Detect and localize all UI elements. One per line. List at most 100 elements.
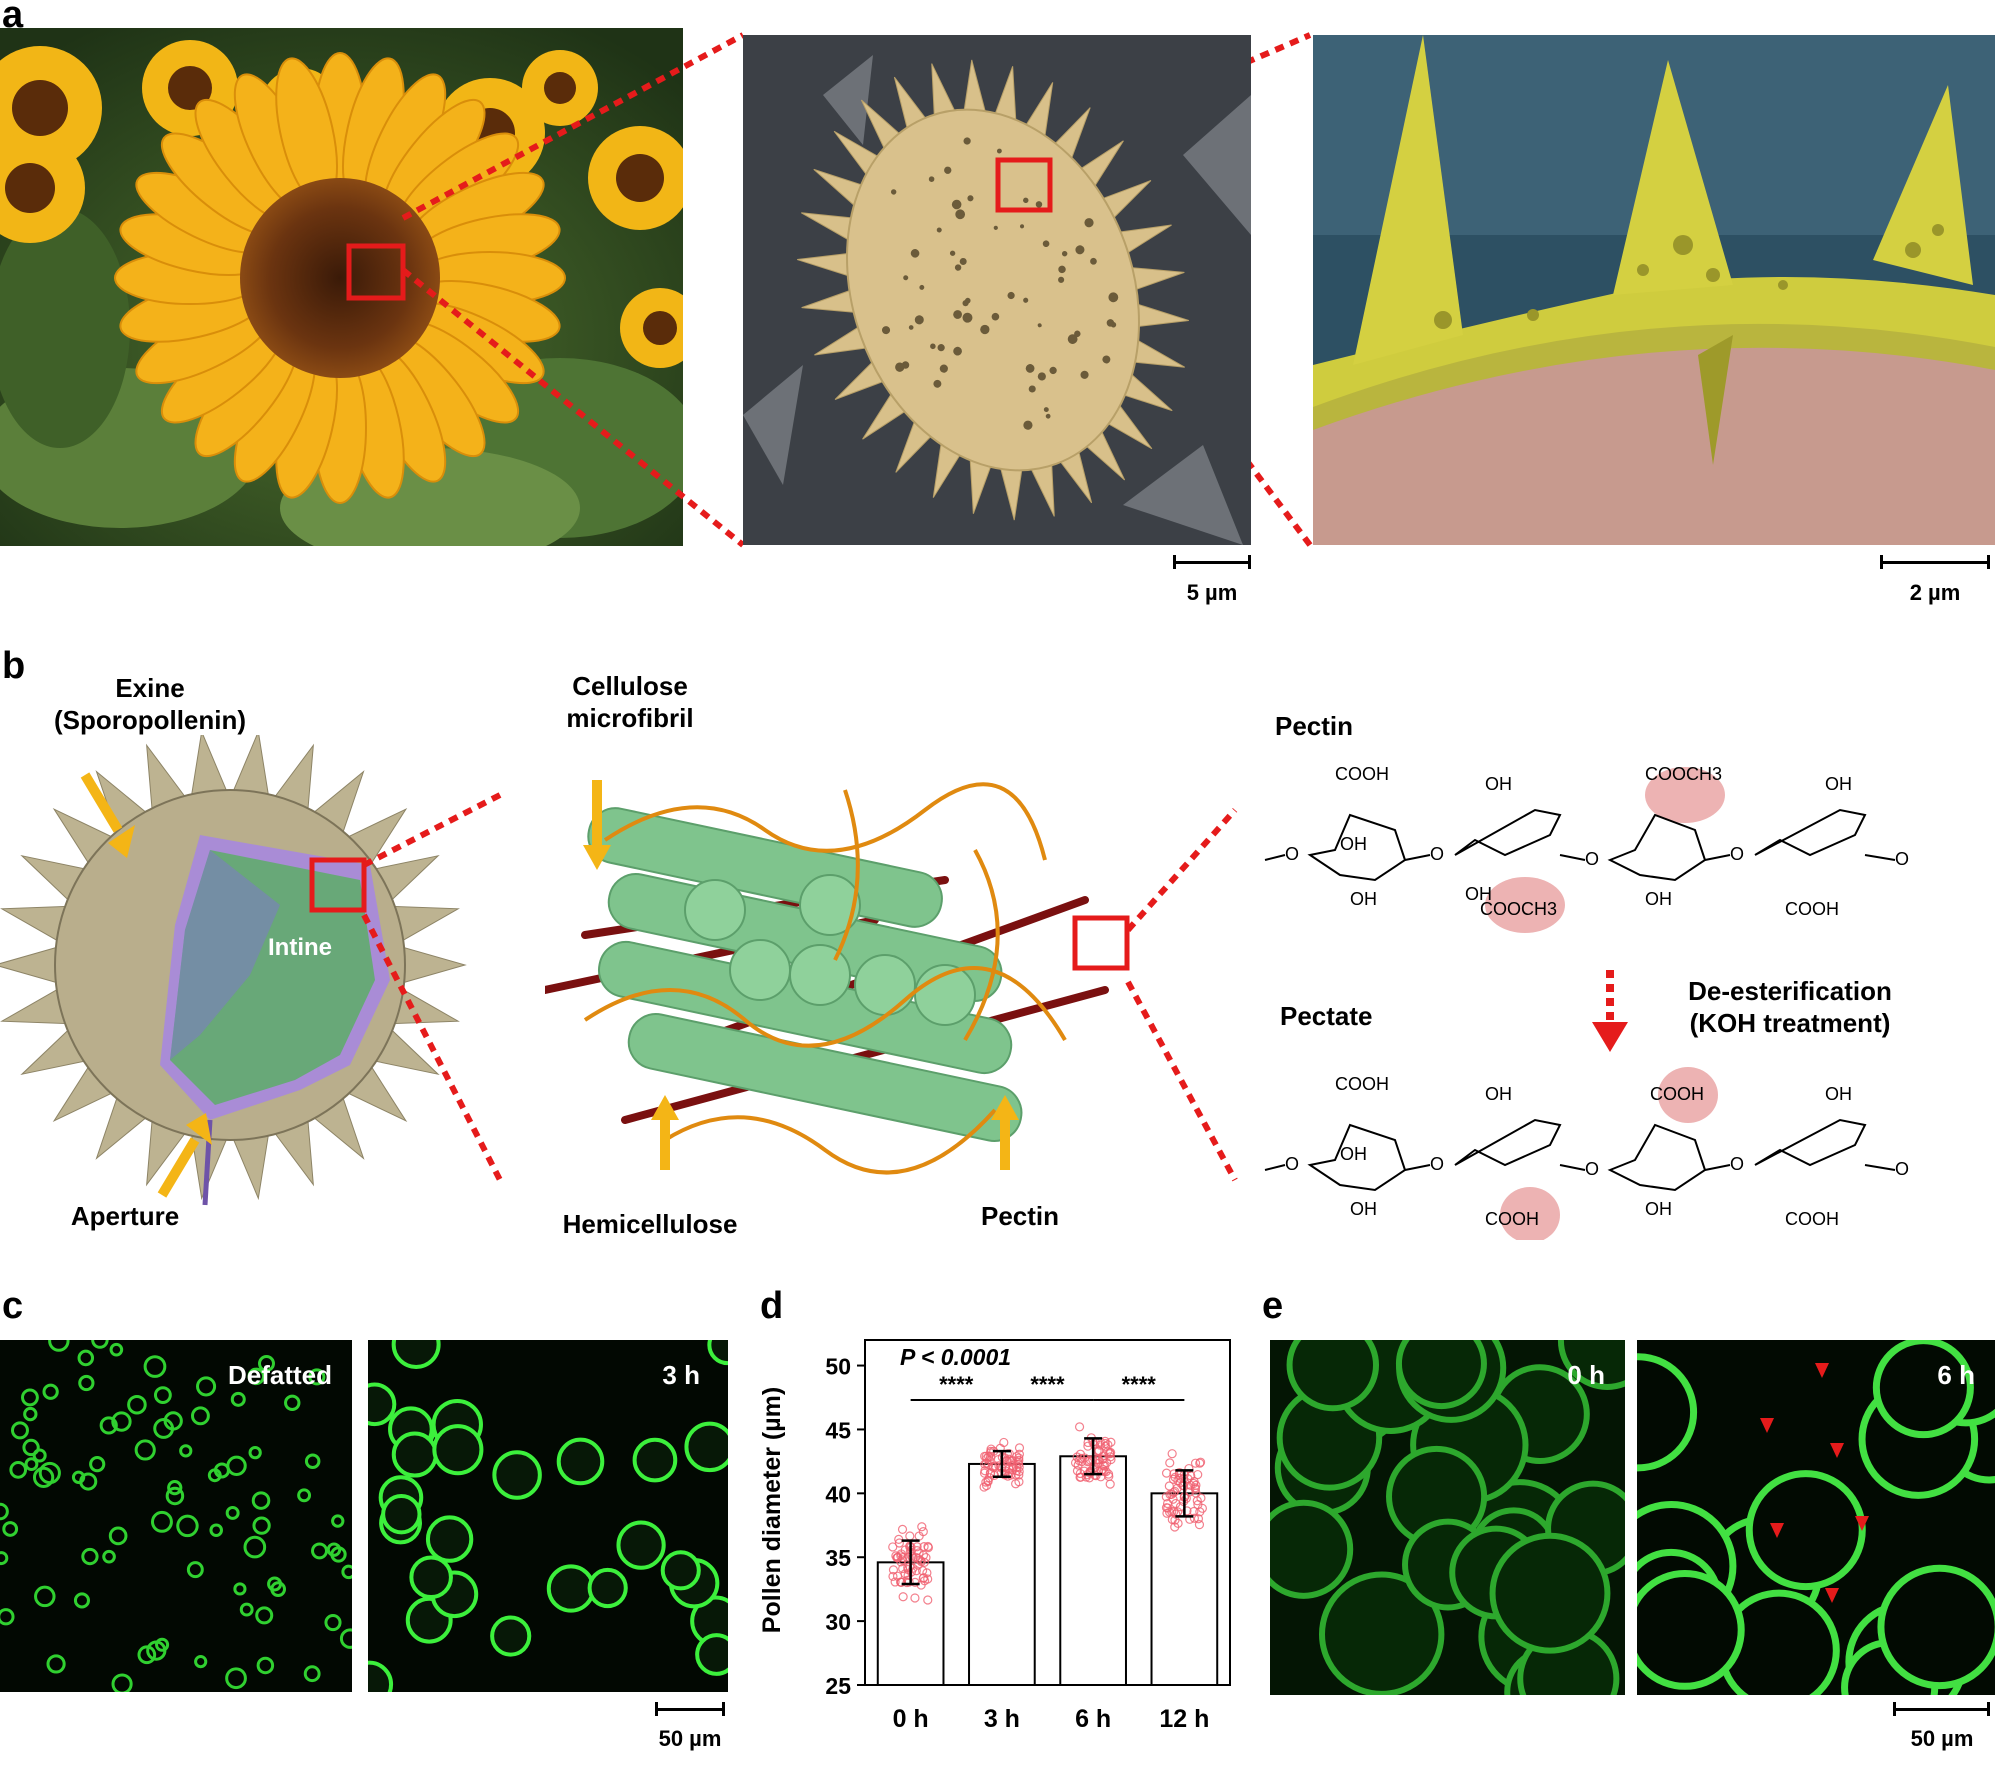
data-point [1097,1454,1107,1464]
micrograph-6h: 6 h [1637,1340,1995,1695]
data-point [900,1545,910,1555]
data-point [1170,1515,1180,1525]
svg-text:OH: OH [1340,834,1367,854]
error-bar [901,1539,920,1586]
svg-text:OH: OH [1485,774,1512,794]
data-point [891,1551,901,1561]
svg-text:OH: OH [1350,1199,1377,1219]
data-point [923,1543,933,1553]
data-point [1169,1469,1179,1479]
data-point [1195,1457,1206,1467]
panel-label-b: b [2,645,26,687]
pectate-title: Pectate [1280,1001,1373,1031]
data-point [1014,1449,1025,1459]
data-point [894,1538,904,1548]
data-point [1170,1522,1180,1532]
data-point [999,1437,1009,1448]
sem-wall-image [1313,35,1995,545]
data-point [1161,1503,1172,1513]
data-point [907,1551,917,1561]
data-point [1103,1469,1114,1479]
scale-label-e: 50 µm [1910,1726,1974,1751]
data-point [900,1569,910,1579]
deesterification-label: De-esterification (KOH treatment) [1688,976,1892,1038]
y-tick-label: 30 [825,1609,851,1635]
micrograph-3h: 3 h [368,1340,728,1692]
svg-text:OH: OH [1825,774,1852,794]
exine-label: Exine (Sporopollenin) [53,673,247,735]
data-point [1014,1443,1025,1453]
data-point [1171,1509,1181,1519]
defatted-label: Defatted [227,1360,332,1390]
data-point [980,1459,990,1469]
svg-text:COOH: COOH [1785,1209,1839,1229]
data-point [905,1531,915,1541]
svg-text:OH: OH [1645,1199,1672,1219]
svg-text:OH: OH [1485,1084,1512,1104]
data-point [1184,1463,1194,1474]
svg-text:O: O [1285,1154,1299,1174]
panel-label-c: c [2,1285,24,1327]
svg-text:OH: OH [1825,1084,1852,1104]
data-point [1189,1513,1199,1523]
svg-text:OH: OH [1340,1144,1367,1164]
pectin-arrow-label: Pectin [980,1201,1060,1231]
svg-text:O: O [1895,1159,1909,1179]
data-point [890,1577,900,1587]
data-point [1194,1520,1205,1530]
x-tick-label: 0 h [893,1705,929,1733]
pollen-schematic: Intine [0,735,467,1206]
scale-bar-2um [1880,555,1990,569]
p-value-label: P < 0.0001 [900,1344,1011,1370]
data-point [1077,1457,1087,1467]
data-point [1193,1469,1203,1480]
svg-text:COOH: COOH [1335,1074,1389,1094]
data-point [1167,1489,1177,1499]
x-tick-label: 3 h [984,1705,1020,1733]
data-point [1103,1446,1113,1456]
svg-text:COOCH3: COOCH3 [1480,899,1557,919]
svg-text:OH: OH [1350,889,1377,909]
hemicellulose-label: Hemicellulose [562,1209,738,1239]
svg-text:O: O [1585,1159,1599,1179]
cellulose-label: Cellulose microfibril [566,671,694,733]
data-point [923,1595,933,1605]
error-bar [1175,1469,1194,1518]
sem-pollen-image [743,35,1251,545]
data-point [1099,1466,1109,1477]
significance-stars: **** [939,1372,974,1397]
plot-frame [864,1339,1231,1686]
data-point [979,1482,989,1492]
significance-stars: **** [1030,1372,1065,1397]
micrograph-defatted: Defatted [0,1340,352,1692]
pectin-title: Pectin [1275,711,1354,741]
sunflower-photo [0,28,683,546]
data-point [1167,1449,1177,1459]
data-point [986,1448,996,1458]
data-point [898,1592,908,1602]
data-point [981,1477,991,1487]
error-bar [1084,1437,1103,1476]
panel-label-d: d [760,1285,784,1327]
scale-label-2um: 2 µm [1909,580,1961,605]
data-point [896,1557,906,1567]
data-point [1189,1506,1199,1517]
data-point [1002,1456,1012,1466]
bar-12h [1150,1492,1219,1686]
intine-label: Intine [268,934,332,961]
data-point [897,1524,908,1534]
data-point [1195,1507,1205,1517]
panel-label-a: a [2,0,24,36]
data-point [919,1542,929,1552]
data-point [981,1481,992,1491]
data-point [1011,1479,1021,1489]
data-point [888,1571,898,1582]
data-point [1014,1455,1024,1465]
scale-bar-5um [1173,555,1251,569]
y-tick-label: 35 [825,1545,851,1571]
data-point [1164,1481,1174,1491]
data-point [1195,1458,1205,1468]
y-tick-label: 50 [825,1354,851,1380]
svg-text:COOH: COOH [1650,1084,1704,1104]
svg-text:O: O [1430,1154,1444,1174]
